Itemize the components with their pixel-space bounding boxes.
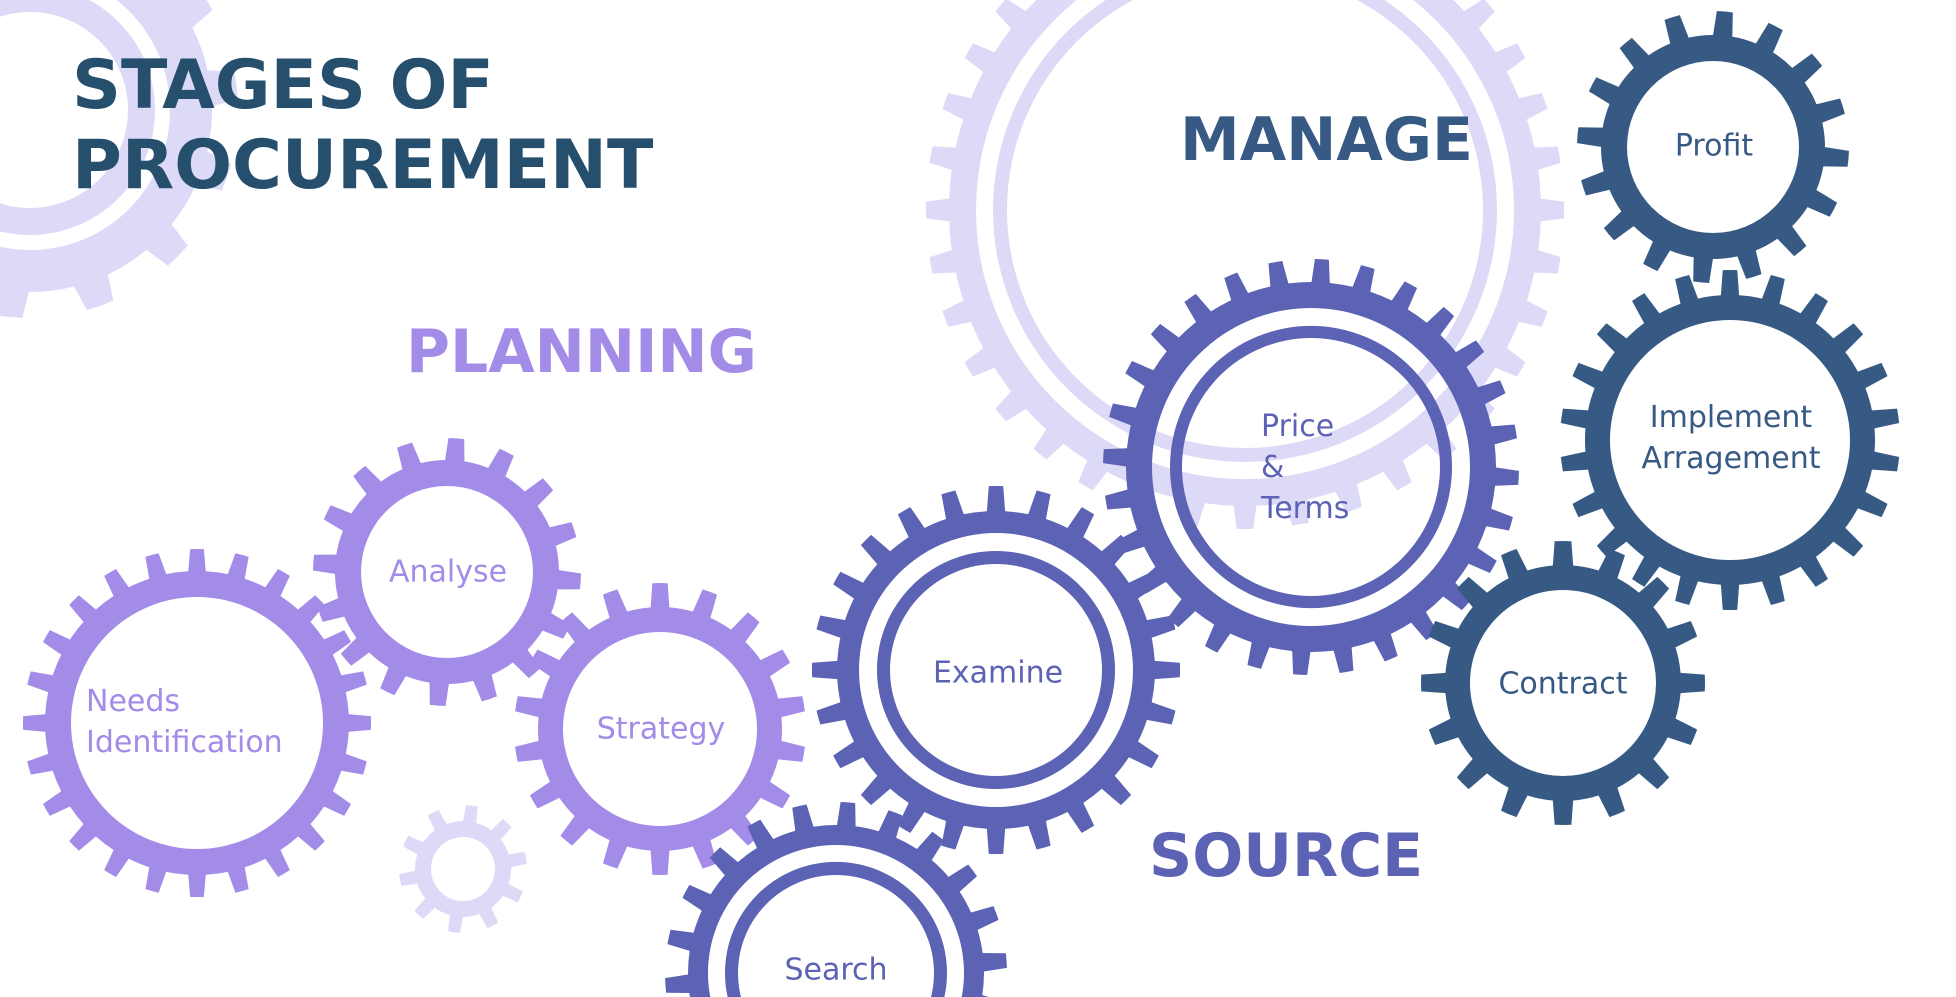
title-line-1: STAGES OF — [72, 46, 494, 125]
gear-contract-icon — [1421, 541, 1705, 825]
gear-strategy-icon — [515, 582, 805, 876]
gear-analyse-icon — [313, 438, 581, 706]
stage-label-contract: Contract — [1498, 666, 1628, 702]
stage-label-profit: Profit — [1674, 128, 1754, 164]
gear-body — [1577, 11, 1849, 283]
title-line-2: PROCUREMENT — [72, 126, 654, 205]
needs-label-line-2: Identification — [86, 725, 283, 760]
background-gear-small-icon — [399, 805, 527, 933]
gear-inner-ring — [0, 0, 155, 235]
gear-body — [313, 438, 581, 706]
gear-profit-icon — [1577, 11, 1849, 283]
price-label-line-3: Terms — [1261, 491, 1350, 526]
stage-label-implement-arragement: Implement Arragement — [1641, 397, 1820, 479]
implement-label-line-2: Arragement — [1641, 441, 1821, 476]
section-heading-manage: MANAGE — [1180, 105, 1474, 175]
stage-label-search: Search — [784, 952, 888, 988]
stage-label-price-terms: Price & Terms — [1261, 406, 1349, 529]
gear-body — [515, 582, 805, 876]
section-heading-planning: PLANNING — [406, 317, 757, 387]
stage-label-analyse: Analyse — [388, 554, 508, 590]
stage-label-examine: Examine — [932, 655, 1064, 691]
stage-label-strategy: Strategy — [596, 711, 726, 747]
gear-body — [399, 805, 527, 933]
gear-search-icon — [665, 802, 1007, 997]
page-title: STAGES OF PROCUREMENT — [72, 46, 653, 206]
implement-label-line-1: Implement — [1649, 400, 1813, 435]
needs-label-line-1: Needs — [86, 684, 181, 719]
gear-body — [0, 0, 238, 318]
gear-body — [926, 0, 1564, 529]
background-gear-manage-icon — [926, 0, 1564, 529]
section-heading-source: SOURCE — [1149, 821, 1424, 891]
gear-body — [665, 802, 1007, 997]
price-label-line-2: & — [1261, 450, 1285, 485]
price-label-line-1: Price — [1261, 409, 1335, 444]
gear-body — [1421, 541, 1705, 825]
background-gear-top-left-icon — [0, 0, 238, 318]
stage-label-needs-identification: Needs Identification — [86, 681, 283, 763]
